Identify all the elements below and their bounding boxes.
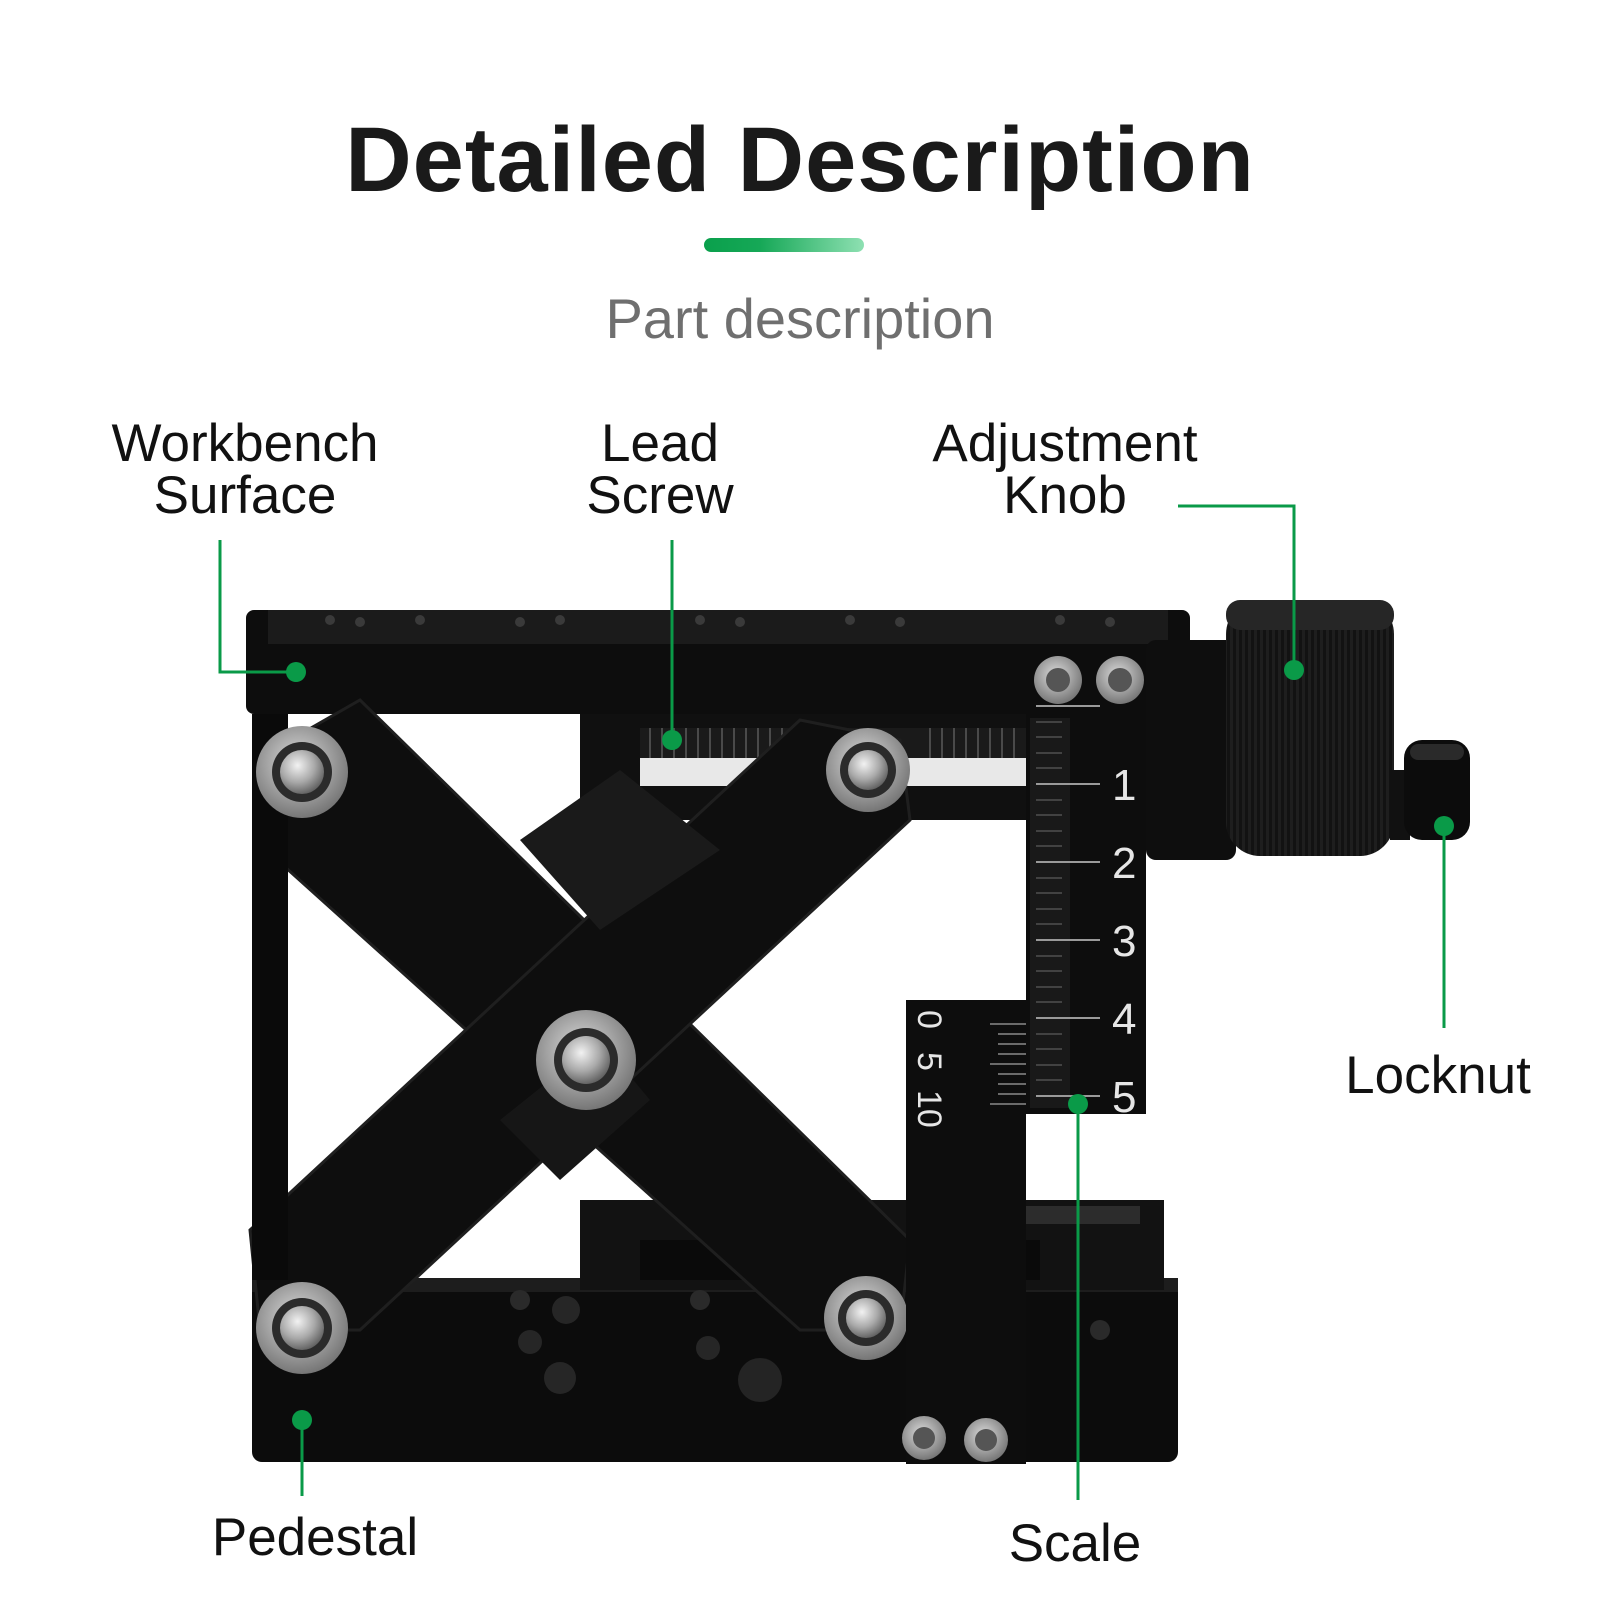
label-locknut: Locknut [1345, 1046, 1531, 1105]
pivot-bolt-center [536, 1010, 636, 1110]
label-workbench-surface: Workbench Surface [90, 414, 400, 525]
vernier-number-5: 5 [910, 1052, 948, 1071]
label-knob-line2: Knob [1003, 466, 1127, 525]
label-scale: Scale [1008, 1514, 1142, 1573]
pivot-bolt-top-right [826, 728, 910, 812]
locknut [1404, 740, 1470, 840]
vernier-scale: 0 5 10 [902, 1000, 1026, 1464]
label-knob-line1: Adjustment [932, 414, 1198, 473]
scale-number-4: 4 [1112, 995, 1136, 1044]
marker-lead-screw [662, 730, 682, 750]
pivot-bolt-top-left [256, 726, 348, 818]
label-lead-screw: Lead Screw [540, 414, 780, 525]
label-workbench-line1: Workbench [111, 414, 379, 473]
scale-number-3: 3 [1112, 917, 1136, 966]
pedestal-plate [252, 1278, 1178, 1462]
scale-screw-top-right [1096, 656, 1144, 704]
page-subtitle: Part description [605, 287, 995, 350]
marker-locknut [1434, 816, 1454, 836]
pivot-bolt-bottom-left [256, 1282, 348, 1374]
leader-lines [218, 504, 1446, 1500]
scale-number-1: 1 [1112, 761, 1136, 810]
adjustment-knob [1146, 600, 1410, 860]
marker-pedestal [292, 1410, 312, 1430]
marker-adjustment-knob [1284, 660, 1304, 680]
label-pedestal: Pedestal [211, 1508, 419, 1567]
title-accent-bar [704, 238, 864, 252]
scale-ruler: 1 2 3 4 5 [1026, 650, 1146, 1122]
label-lead-screw-line1: Lead [601, 414, 719, 473]
marker-workbench [286, 662, 306, 682]
label-lead-screw-line2: Screw [586, 466, 734, 525]
marker-scale [1068, 1094, 1088, 1114]
vernier-number-0: 0 [910, 1010, 948, 1029]
label-workbench-line2: Surface [153, 466, 337, 525]
leader-markers [286, 660, 1454, 1430]
pivot-bolt-bottom-right [824, 1276, 908, 1360]
label-adjustment-knob: Adjustment Knob [905, 414, 1225, 525]
vernier-screw-right [964, 1418, 1008, 1462]
scale-number-2: 2 [1112, 839, 1136, 888]
workbench-plate [246, 610, 1190, 714]
page-title: Detailed Description [345, 109, 1255, 211]
vernier-screw-left [902, 1416, 946, 1460]
scale-screw-top-left [1034, 656, 1082, 704]
scale-number-5: 5 [1112, 1073, 1136, 1122]
vernier-number-10: 10 [910, 1090, 948, 1128]
